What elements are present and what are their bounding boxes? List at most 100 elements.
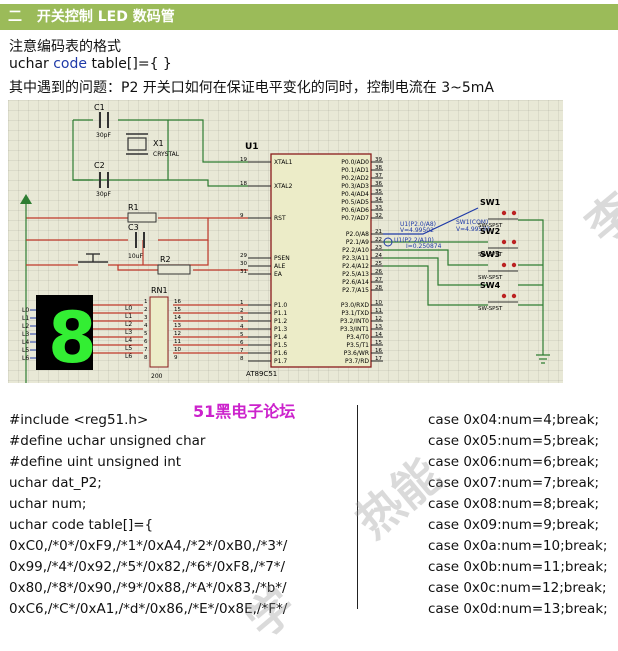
- chip-pin-number: 4: [240, 324, 244, 330]
- chip-pin-name: P0.2/AD2: [341, 175, 369, 182]
- c1-value: 30pF: [96, 132, 111, 139]
- segment-line-label: L6: [22, 355, 29, 362]
- rn-pin-number: 13: [174, 323, 181, 329]
- chip-pin-name: P3.6/WR: [344, 350, 369, 357]
- display-digit: 8: [48, 297, 97, 379]
- rn-pin-number: 12: [174, 331, 181, 337]
- code-line: 0xC0,/*0*/0xF9,/*1*/0xA4,/*2*/0xB0,/*3*/: [9, 538, 288, 554]
- rn-pin-number: 2: [144, 307, 148, 313]
- chip-pin-number: 1: [240, 300, 244, 306]
- code-line: #define uchar unsigned char: [9, 433, 206, 449]
- probe1-value: V=4.99502: [400, 227, 434, 234]
- switch-contact-icon[interactable]: [511, 210, 517, 216]
- switch-type: SW-SPST: [478, 252, 503, 258]
- rn-pin-number: 7: [144, 347, 148, 353]
- problem-line: 其中遇到的问题：P2 开关口如何在保证电平变化的同时，控制电流在 3~5mA: [9, 80, 495, 96]
- probe3-label: SW1(COM): [456, 219, 488, 226]
- chip-pin-name: XTAL1: [274, 159, 293, 166]
- chip-pin-number: 7: [240, 348, 244, 354]
- rn-line-label: L6: [125, 353, 132, 360]
- reset-button-icon: [78, 253, 108, 263]
- chip-pin-number: 16: [375, 348, 382, 354]
- switch-contact-icon[interactable]: [511, 239, 517, 245]
- chip-pin-number: 33: [375, 205, 382, 211]
- chip-pin-name: EA: [274, 271, 283, 278]
- chip-pin-name: P3.2/INT0: [340, 318, 369, 325]
- crystal-ref: X1: [153, 139, 164, 148]
- code-right-column: case 0x04:num=4;break;case 0x05:num=5;br…: [428, 410, 608, 620]
- code-line: #include <reg51.h>: [9, 412, 149, 428]
- c2-label: C2: [94, 161, 105, 170]
- chip-pin-number: 11: [375, 308, 382, 314]
- section-number: 二: [8, 9, 22, 25]
- code-decl-rest: table[]={ }: [87, 56, 172, 72]
- chip-pin-number: 2: [240, 308, 244, 314]
- chip-pin-number: 13: [375, 324, 382, 330]
- chip-pin-number: 3: [240, 316, 244, 322]
- rn-pin-number: 6: [144, 339, 148, 345]
- segment-line-label: L1: [22, 315, 29, 322]
- code-line: case 0x07:num=7;break;: [428, 475, 600, 491]
- chip-pin-number: 24: [375, 253, 382, 259]
- chip-pin-number: 14: [375, 332, 382, 338]
- rn-pin-number: 8: [144, 355, 148, 361]
- section-title: 开关控制 LED 数码管: [36, 9, 175, 25]
- chip-pin-name: ALE: [274, 263, 285, 270]
- chip-pin-name: XTAL2: [274, 183, 293, 190]
- probe1-label: U1(P2.0/A8): [400, 221, 436, 228]
- chip-pin-name: RST: [274, 215, 286, 222]
- rn-pin-number: 1: [144, 299, 148, 305]
- switch-contact-icon[interactable]: [501, 239, 507, 245]
- rn-pin-number: 11: [174, 339, 181, 345]
- rn-line-label: L4: [125, 337, 132, 344]
- chip-pin-number: 34: [375, 197, 382, 203]
- chip-pin-name: P0.0/AD0: [341, 159, 369, 166]
- switch-type: SW-SPST: [478, 306, 503, 312]
- switch-contact-icon[interactable]: [511, 293, 517, 299]
- switch-contact-icon[interactable]: [501, 210, 507, 216]
- r1-label: R1: [128, 203, 139, 212]
- chip-pin-number: 28: [375, 285, 382, 291]
- chip-pin-number: 36: [375, 181, 382, 187]
- code-line: uchar num;: [9, 496, 87, 512]
- chip-ref-label: U1: [245, 142, 259, 152]
- chip-pin-name: P0.7/AD7: [341, 215, 369, 222]
- code-decl-prefix: uchar: [9, 56, 54, 72]
- chip-pin-name: P3.4/T0: [346, 334, 369, 341]
- switch-contact-icon[interactable]: [501, 262, 507, 268]
- segment-line-label: L3: [22, 331, 29, 338]
- crystal-icon: [127, 137, 147, 151]
- chip-pin-name: P2.1/A9: [346, 239, 369, 246]
- chip-pin-number: 21: [375, 229, 382, 235]
- segment-line-label: L5: [22, 347, 29, 354]
- switch-contact-icon[interactable]: [511, 262, 517, 268]
- capacitor-c3-icon: [135, 232, 145, 248]
- probe2-label: U1(P2.2/A10): [394, 237, 434, 244]
- chip-pin-name: P1.0: [274, 302, 287, 309]
- chip-pin-number: 35: [375, 189, 382, 195]
- chip-pin-name: P1.5: [274, 342, 287, 349]
- chip-pin-number: 26: [375, 269, 382, 275]
- switch-contact-icon[interactable]: [501, 293, 507, 299]
- code-line: uchar code table[]={: [9, 517, 154, 533]
- chip-pin-name: P1.4: [274, 334, 287, 341]
- rn-pin-number: 15: [174, 307, 181, 313]
- segment-line-label: L4: [22, 339, 29, 346]
- code-line: 0xC6,/*C*/0xA1,/*d*/0x86,/*E*/0x8E,/*F*/: [9, 601, 288, 617]
- chip-pin-name: P1.3: [274, 326, 287, 333]
- rn-pin-number: 3: [144, 315, 148, 321]
- c3-label: C3: [128, 223, 139, 232]
- circuit-wires: [25, 119, 550, 383]
- chip-name-label: AT89C51: [246, 370, 277, 378]
- seven-segment-display: [36, 295, 93, 370]
- crystal-label: CRYSTAL: [153, 151, 180, 158]
- chip-pin-number: 9: [240, 213, 244, 219]
- chip-pin-number: 17: [375, 356, 382, 362]
- chip-pin-name: P1.6: [274, 350, 287, 357]
- switch-name: SW1: [480, 198, 501, 207]
- chip-pin-number: 19: [240, 157, 247, 163]
- rn1-value: 200: [151, 373, 163, 380]
- chip-pin-number: 6: [240, 340, 244, 346]
- switch-name: SW3: [480, 250, 500, 259]
- note-line: 注意编码表的格式: [9, 39, 121, 55]
